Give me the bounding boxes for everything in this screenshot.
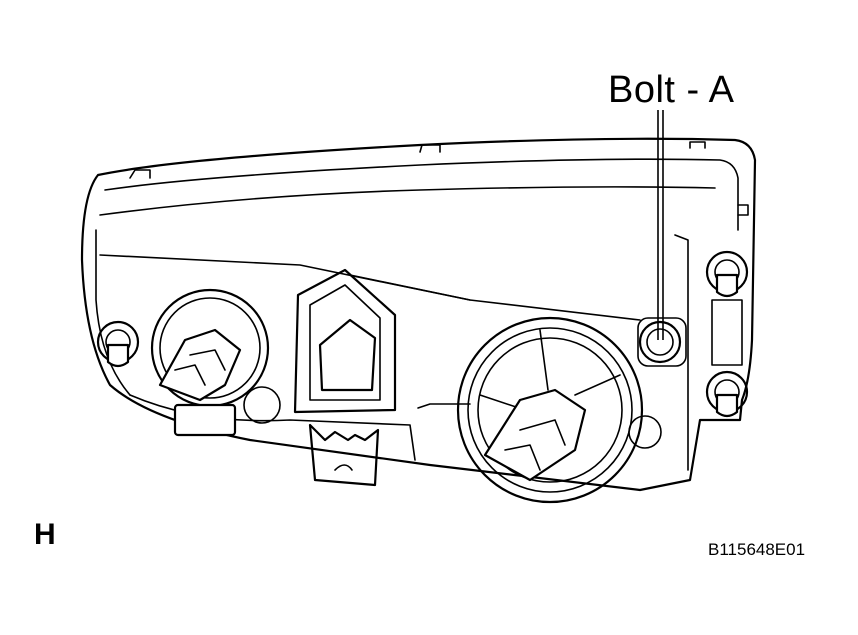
left-mounting-post: [96, 320, 140, 368]
center-bracket: [293, 268, 397, 487]
bolt-a-label: Bolt - A: [608, 69, 735, 111]
bolt-a-leader-line: [657, 110, 664, 340]
left-bulb-socket: [150, 288, 281, 437]
right-upper-mounting-post: [705, 250, 749, 298]
headlamp-housing: [80, 137, 757, 492]
bolt-a: [637, 317, 687, 367]
view-letter: H: [34, 518, 56, 551]
right-side-rib: [711, 299, 743, 366]
right-bulb-socket: [456, 316, 662, 504]
right-lower-mounting-post: [705, 370, 749, 418]
figure-id: B115648E01: [708, 540, 806, 559]
